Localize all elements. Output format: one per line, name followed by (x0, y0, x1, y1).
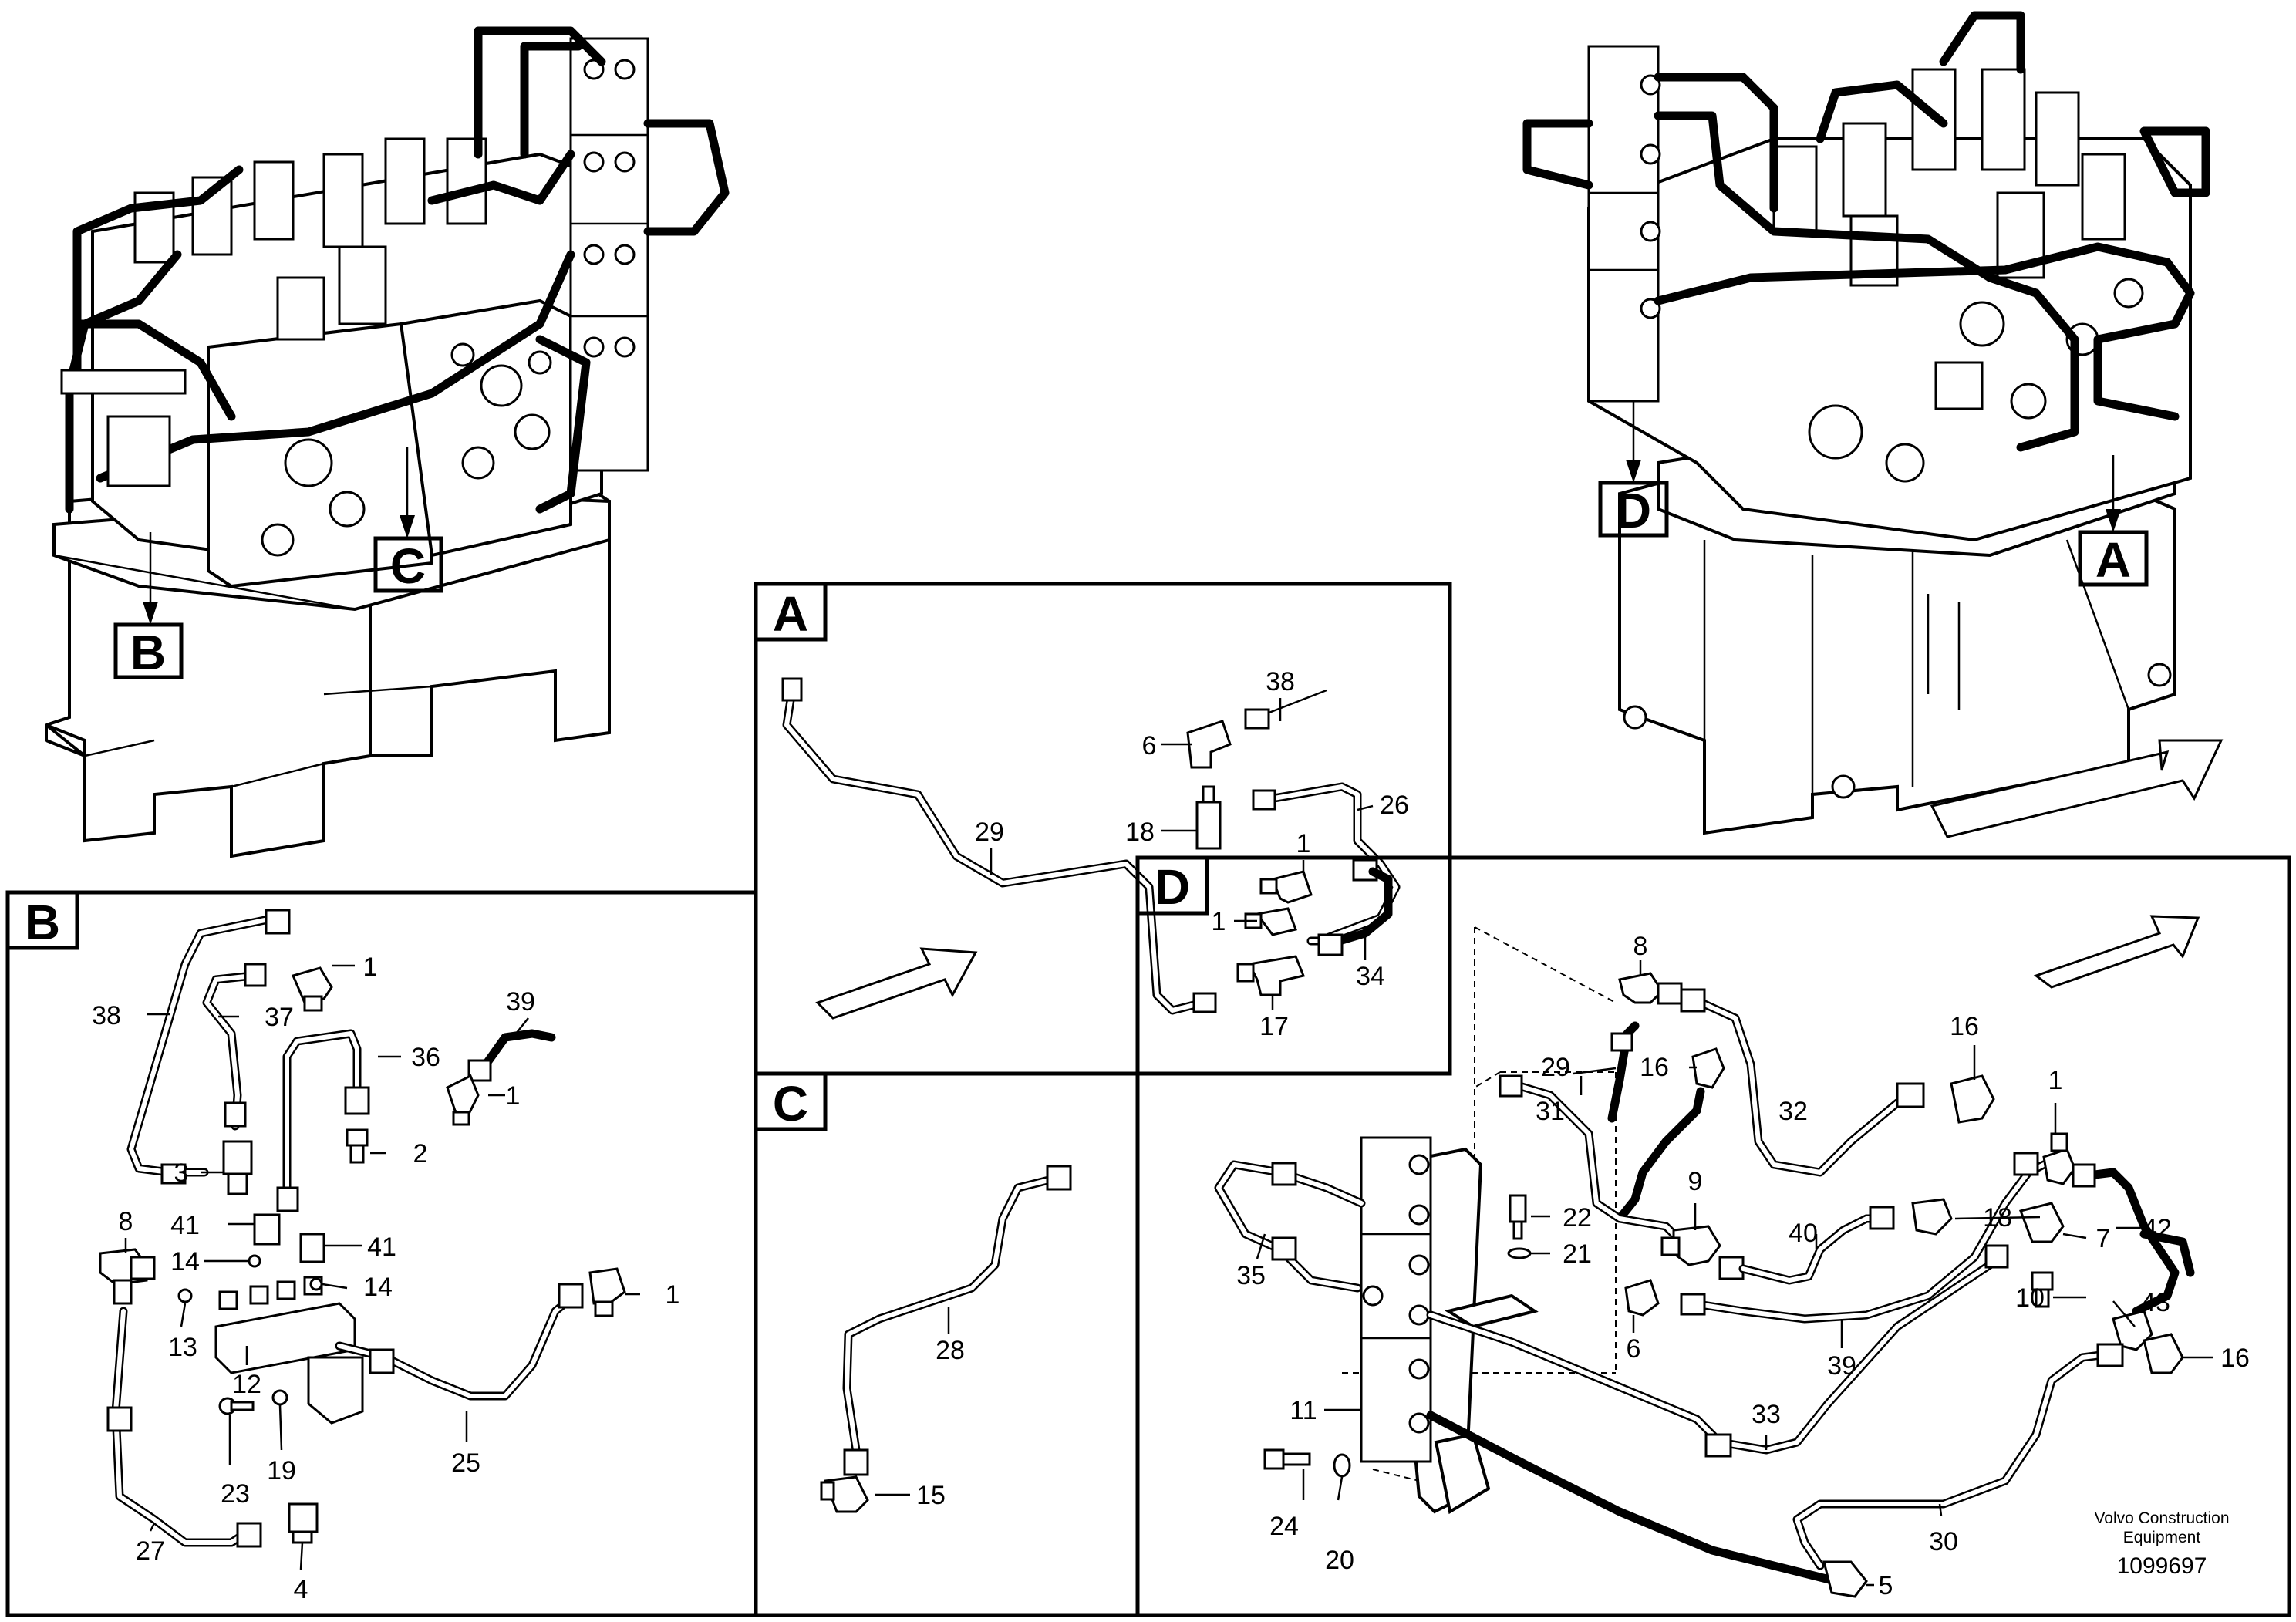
panel-b-label-4: 4 (294, 1575, 308, 1604)
panel-c-tag: C (773, 1076, 808, 1131)
detail-panel-a: A 38 6 26 18 (754, 582, 1452, 1076)
panel-d-label-24: 24 (1269, 1512, 1299, 1541)
callout-d-label: D (1616, 483, 1651, 538)
panel-b-label-14-right: 14 (363, 1273, 393, 1302)
callout-b: B (113, 532, 184, 680)
panel-a-label-18: 18 (1125, 818, 1155, 847)
panel-b-label-1-top: 1 (363, 953, 378, 982)
panel-d-label-21: 21 (1563, 1239, 1592, 1269)
panel-d-label-40: 40 (1789, 1219, 1818, 1248)
assembly-view-right (1522, 11, 2210, 835)
panel-d-label-16-mid: 16 (1640, 1053, 1669, 1082)
callout-d: D (1598, 401, 1669, 538)
panel-d-label-10: 10 (2015, 1283, 2045, 1313)
panel-b-label-23: 23 (221, 1479, 250, 1509)
panel-d-label-42: 42 (2143, 1214, 2172, 1243)
brand-line-2: Equipment (2123, 1529, 2201, 1546)
panel-a-label-1b: 1 (1212, 907, 1226, 936)
panel-d-label-31: 31 (1536, 1097, 1565, 1126)
panel-b-tag: B (25, 895, 60, 950)
panel-a-tag: A (773, 586, 808, 642)
panel-b-label-1-mid: 1 (506, 1081, 521, 1111)
panel-a-label-26: 26 (1380, 791, 1409, 820)
panel-b-label-19: 19 (267, 1456, 296, 1485)
direction-arrow-icon (1930, 739, 2224, 838)
panel-b-label-41-right: 41 (367, 1233, 396, 1262)
panel-d-label-32: 32 (1778, 1097, 1808, 1126)
panel-b-label-41-left: 41 (170, 1211, 200, 1240)
panel-d-label-30: 30 (1929, 1527, 1958, 1556)
panel-a-label-1a: 1 (1296, 829, 1311, 858)
panel-d-label-8: 8 (1633, 932, 1648, 961)
panel-a-label-38: 38 (1266, 667, 1295, 696)
footer: Volvo Construction Equipment 1099697 (2094, 1509, 2229, 1579)
panel-d-label-43: 43 (2141, 1288, 2170, 1317)
panel-c-label-28: 28 (936, 1336, 965, 1365)
panel-c-label-15: 15 (916, 1481, 946, 1510)
panel-b-label-37: 37 (265, 1003, 294, 1032)
panel-b-label-27: 27 (136, 1536, 165, 1566)
panel-d-label-16-top: 16 (1950, 1012, 1979, 1041)
panel-a-label-34: 34 (1356, 962, 1385, 991)
panel-b-label-14-left: 14 (170, 1247, 200, 1276)
panel-d-label-33: 33 (1752, 1400, 1781, 1429)
panel-d-label-11: 11 (1290, 1396, 1317, 1425)
panel-b-label-2: 2 (413, 1139, 428, 1168)
panel-d-label-35: 35 (1236, 1261, 1266, 1290)
panel-d-label-7: 7 (2096, 1224, 2111, 1253)
panel-d-label-22: 22 (1563, 1203, 1592, 1233)
callout-b-label: B (130, 625, 166, 680)
panel-d-direction-arrow-icon (2033, 915, 2200, 989)
callout-c-label: C (390, 538, 426, 594)
detail-panel-d: D (1135, 855, 2291, 1617)
panel-d-label-1: 1 (2048, 1066, 2063, 1095)
assembly-view-left (45, 26, 730, 858)
panel-b-label-12: 12 (232, 1370, 261, 1399)
callout-c: C (373, 447, 443, 594)
panel-b-label-25: 25 (451, 1448, 480, 1478)
document-number: 1099697 (2117, 1553, 2207, 1579)
detail-panel-b: B (5, 890, 758, 1617)
panel-b-label-38: 38 (92, 1001, 121, 1030)
brand-line-1: Volvo Construction (2094, 1509, 2229, 1527)
panel-d-label-6: 6 (1627, 1334, 1641, 1364)
panel-a-direction-arrow-icon (815, 947, 978, 1020)
panel-b-label-3: 3 (174, 1158, 189, 1188)
panel-d-label-29: 29 (1541, 1053, 1570, 1082)
callout-a-label: A (2095, 532, 2131, 588)
panel-d-label-5: 5 (1879, 1571, 1893, 1600)
panel-b-label-13: 13 (168, 1333, 197, 1362)
panel-a-label-6: 6 (1142, 731, 1157, 760)
panel-d-label-9: 9 (1688, 1167, 1703, 1196)
panel-d-label-16-right: 16 (2220, 1344, 2250, 1373)
panel-d-tag: D (1155, 859, 1190, 915)
panel-d-label-39: 39 (1827, 1351, 1856, 1381)
panel-a-label-17: 17 (1259, 1012, 1289, 1041)
callout-a: A (2078, 455, 2149, 588)
panel-d-label-18: 18 (1983, 1203, 2012, 1233)
panel-b-label-36: 36 (411, 1043, 440, 1072)
panel-b-label-39: 39 (506, 987, 535, 1017)
panel-b-label-1-right: 1 (666, 1280, 680, 1310)
detail-panel-c: C 28 15 (754, 1071, 1140, 1617)
panel-b-label-8: 8 (119, 1207, 133, 1236)
panel-d-label-20: 20 (1325, 1546, 1354, 1575)
panel-a-label-29: 29 (975, 818, 1004, 847)
